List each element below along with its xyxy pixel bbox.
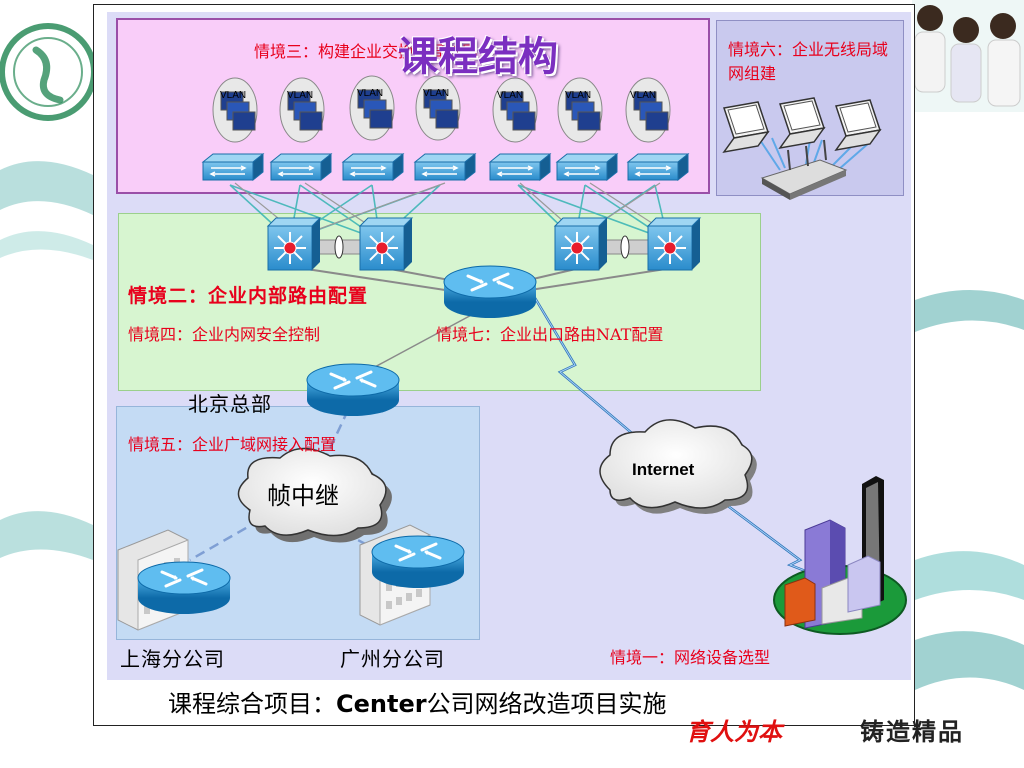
shanghai-router bbox=[136, 560, 232, 616]
vlan-label: VLAN bbox=[565, 90, 592, 101]
slogan-right: 铸造精品 bbox=[860, 717, 964, 746]
access-switches bbox=[202, 153, 689, 181]
scenario-3-label: 情境三：构建企业交换式局域网 bbox=[254, 42, 479, 61]
footer-title-suffix: 公司网络改造项目实施 bbox=[426, 690, 667, 718]
vlan-label: VLAN bbox=[497, 90, 524, 101]
hq-label: 北京总部 bbox=[188, 392, 272, 416]
slogan-left: 育人为本 bbox=[686, 717, 782, 746]
left-stripe-decoration bbox=[0, 161, 93, 560]
shanghai-label: 上海分公司 bbox=[120, 647, 225, 671]
footer-title-prefix: 课程综合项目： bbox=[168, 690, 336, 718]
guangzhou-router bbox=[370, 534, 466, 590]
trunk-links bbox=[317, 235, 649, 259]
vlan-pc-groups bbox=[212, 75, 671, 143]
vlan-label: VLAN bbox=[287, 90, 314, 101]
wireless-laptops bbox=[723, 97, 881, 153]
scenario-2-label: 情境二：企业内部路由配置 bbox=[128, 285, 369, 307]
scenario-7-label: 情境七：企业出口路由NAT配置 bbox=[436, 325, 664, 344]
frame-relay-cloud bbox=[237, 447, 392, 543]
internet-cloud bbox=[599, 419, 757, 515]
access-uplinks-grey bbox=[234, 182, 673, 237]
hq-wan-router bbox=[305, 362, 401, 418]
city-office-icon bbox=[773, 476, 907, 635]
vlan-label: VLAN bbox=[423, 88, 450, 99]
core-router bbox=[442, 264, 538, 320]
footer-title-company: Center bbox=[336, 690, 427, 718]
vlan-label: VLAN bbox=[220, 90, 247, 101]
scenario-4-label: 情境四：企业内网安全控制 bbox=[128, 325, 321, 344]
right-stripe-decoration bbox=[915, 290, 1024, 690]
scenario-5-label: 情境五：企业广域网接入配置 bbox=[128, 435, 337, 454]
vlan-label: VLAN bbox=[630, 90, 657, 101]
vlan-label: VLAN bbox=[357, 88, 384, 99]
internet-label: Internet bbox=[632, 460, 695, 479]
footer-title: 课程综合项目：Center公司网络改造项目实施 bbox=[168, 684, 667, 719]
internet-serial-link bbox=[533, 297, 641, 441]
scenario-1-label: 情境一：网络设备选型 bbox=[610, 648, 771, 667]
guangzhou-label: 广州分公司 bbox=[340, 647, 445, 671]
core-links bbox=[299, 267, 673, 376]
people-photo bbox=[912, 0, 1024, 112]
scenario-6-label: 情境六：企业无线局域网组建 bbox=[728, 40, 889, 83]
frame-relay-label: 帧中继 bbox=[267, 482, 339, 510]
course-title: 课程结构 bbox=[398, 33, 558, 80]
wireless-access-point bbox=[760, 139, 848, 200]
